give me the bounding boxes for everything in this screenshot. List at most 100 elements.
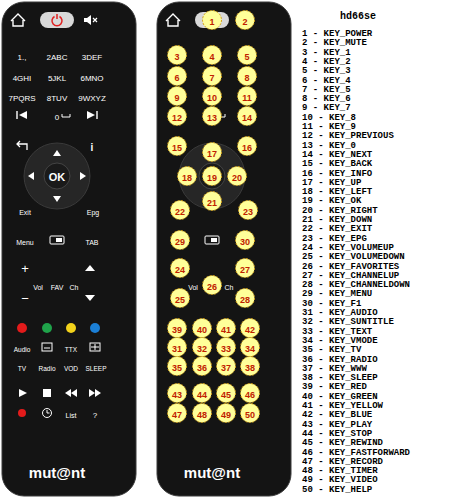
callout-number-slot: 31 — [172, 339, 182, 355]
callout-number: 11 — [242, 94, 252, 103]
callout-number: 17 — [207, 150, 217, 159]
callout-circle — [203, 46, 222, 65]
button-label: i — [91, 143, 94, 153]
key-mapping-slot: 8 - KEY_6 — [302, 88, 351, 104]
key-mapping-slot: 12 - KEY_PREVIOUS — [302, 125, 394, 141]
button-label: 3DEF — [82, 54, 102, 62]
callout-circle — [171, 259, 190, 278]
callout-number-slot: 5 — [244, 47, 249, 63]
key-mapping-slot: 37 - KEY_WWW — [302, 358, 367, 374]
key-mapping: 24 - KEY_VOLUMEUP — [302, 244, 394, 253]
key-mapping-slot: 11 - KEY_9 — [302, 116, 356, 132]
callout-number: 23 — [243, 208, 253, 217]
key-mapping: 38 - KEY_SLEEP — [302, 374, 378, 383]
callout-circle — [168, 46, 187, 65]
callout-circle — [238, 46, 257, 65]
button-label-slot: i — [91, 138, 94, 154]
key-mapping: 28 - KEY_CHANNELDOWN — [302, 281, 410, 290]
key-mapping-slot: 10 - KEY_8 — [302, 107, 356, 123]
key-mapping: 19 - KEY_OK — [302, 197, 361, 206]
callout-number-slot: 49 — [221, 405, 231, 421]
callout-circle — [168, 319, 187, 338]
brand-logo: mut@nt — [184, 465, 240, 480]
button-label-slot: − — [21, 290, 29, 306]
key-mapping-slot: 45 - KEY_REWIND — [302, 432, 383, 448]
button-label: TV — [18, 366, 26, 373]
callout-number-slot: 4 — [209, 47, 214, 63]
key-mapping-slot: 47 - KEY_RECORD — [302, 451, 383, 467]
callout-circle — [238, 67, 257, 86]
callout-number: 4 — [209, 53, 214, 62]
callout-number: 42 — [245, 326, 255, 335]
key-mapping: 18 - KEY_LEFT — [302, 188, 372, 197]
callout-number: 28 — [240, 296, 250, 305]
key-mapping-slot: 33 - KEY_TEXT — [302, 321, 372, 337]
callout-number: 22 — [175, 208, 185, 217]
callout-number: 50 — [245, 411, 255, 420]
callout-circle — [168, 384, 187, 403]
key-mapping: 41 - KEY_YELLOW — [302, 402, 383, 411]
callout-circle — [238, 107, 257, 126]
callout-circle — [241, 319, 260, 338]
key-mapping-slot: 38 - KEY_SLEEP — [302, 367, 378, 383]
button-label: Epg — [87, 209, 99, 216]
key-mapping-slot: 41 - KEY_YELLOW — [302, 395, 383, 411]
callout-number: 48 — [197, 411, 207, 420]
key-mapping: 32 - KEY_SUNTITLE — [302, 318, 394, 327]
callout-number: 39 — [172, 326, 182, 335]
key-mapping-slot: 16 - KEY_INFO — [302, 163, 372, 179]
callout-circle — [168, 137, 187, 156]
callout-number: 30 — [240, 238, 250, 247]
button-label: + — [21, 262, 29, 275]
callout-number-slot: 35 — [172, 358, 182, 374]
callout-circle — [217, 338, 236, 357]
button-label-slot: Audio — [14, 339, 31, 355]
callout-circle — [236, 11, 255, 30]
callout-number: 35 — [172, 364, 182, 373]
callout-number: 49 — [221, 411, 231, 420]
key-mapping-slot: 29 - KEY_MENU — [302, 283, 372, 299]
key-mapping-slot: 32 - KEY_SUNTITLE — [302, 311, 394, 327]
button-label: Exit — [19, 209, 31, 216]
callout-number-slot: 46 — [245, 385, 255, 401]
callout-number-slot: 9 — [174, 88, 179, 104]
callout-number: 2 — [242, 18, 247, 27]
button-label: Menu — [16, 239, 34, 246]
button-label-slot: FAV — [51, 277, 64, 293]
key-mapping: 14 - KEY_NEXT — [302, 151, 372, 160]
key-mapping: 27 - KEY_CHANNELUP — [302, 272, 399, 281]
callout-circle — [238, 87, 257, 106]
callout-number: 43 — [172, 391, 182, 400]
callout-number-slot: 27 — [240, 260, 250, 276]
callout-circle — [168, 338, 187, 357]
button-label-slot: Vol — [188, 277, 198, 293]
button-label-slot: OK — [49, 168, 66, 184]
button-label: 9WXYZ — [78, 95, 106, 103]
key-mapping-slot: 5 - KEY_3 — [302, 60, 351, 76]
key-mapping-slot: 40 - KEY_GREEN — [302, 386, 378, 402]
key-mapping: 8 - KEY_6 — [302, 95, 351, 104]
button-label: 8TUV — [47, 95, 67, 103]
callout-circle — [241, 384, 260, 403]
callout-circle — [241, 338, 260, 357]
callout-number: 40 — [197, 326, 207, 335]
key-mapping-slot: 7 - KEY_5 — [302, 79, 351, 95]
key-mapping-slot: 30 - KEY_F1 — [302, 293, 361, 309]
key-mapping-slot: 21 - KEY_DOWN — [302, 209, 372, 225]
callout-circle — [168, 107, 187, 126]
callout-number-slot: 40 — [197, 320, 207, 336]
callout-circle — [168, 67, 187, 86]
button-label-slot: 5JKL — [48, 68, 66, 84]
callout-number-slot: 21 — [207, 193, 217, 209]
callout-number-slot: 24 — [175, 260, 185, 276]
key-mapping: 13 - KEY_0 — [302, 142, 356, 151]
callout-number: 13 — [207, 114, 217, 123]
button-label: Ch — [225, 284, 234, 291]
callout-number: 9 — [174, 94, 179, 103]
button-label-slot: Exit — [19, 202, 31, 218]
button-label-slot: 4GHI — [13, 68, 32, 84]
key-mapping-slot: 2 - KEY_MUTE — [302, 32, 367, 48]
button-label-slot: 1., — [18, 47, 27, 63]
callout-circle — [193, 319, 212, 338]
key-mapping: 29 - KEY_MENU — [302, 290, 372, 299]
